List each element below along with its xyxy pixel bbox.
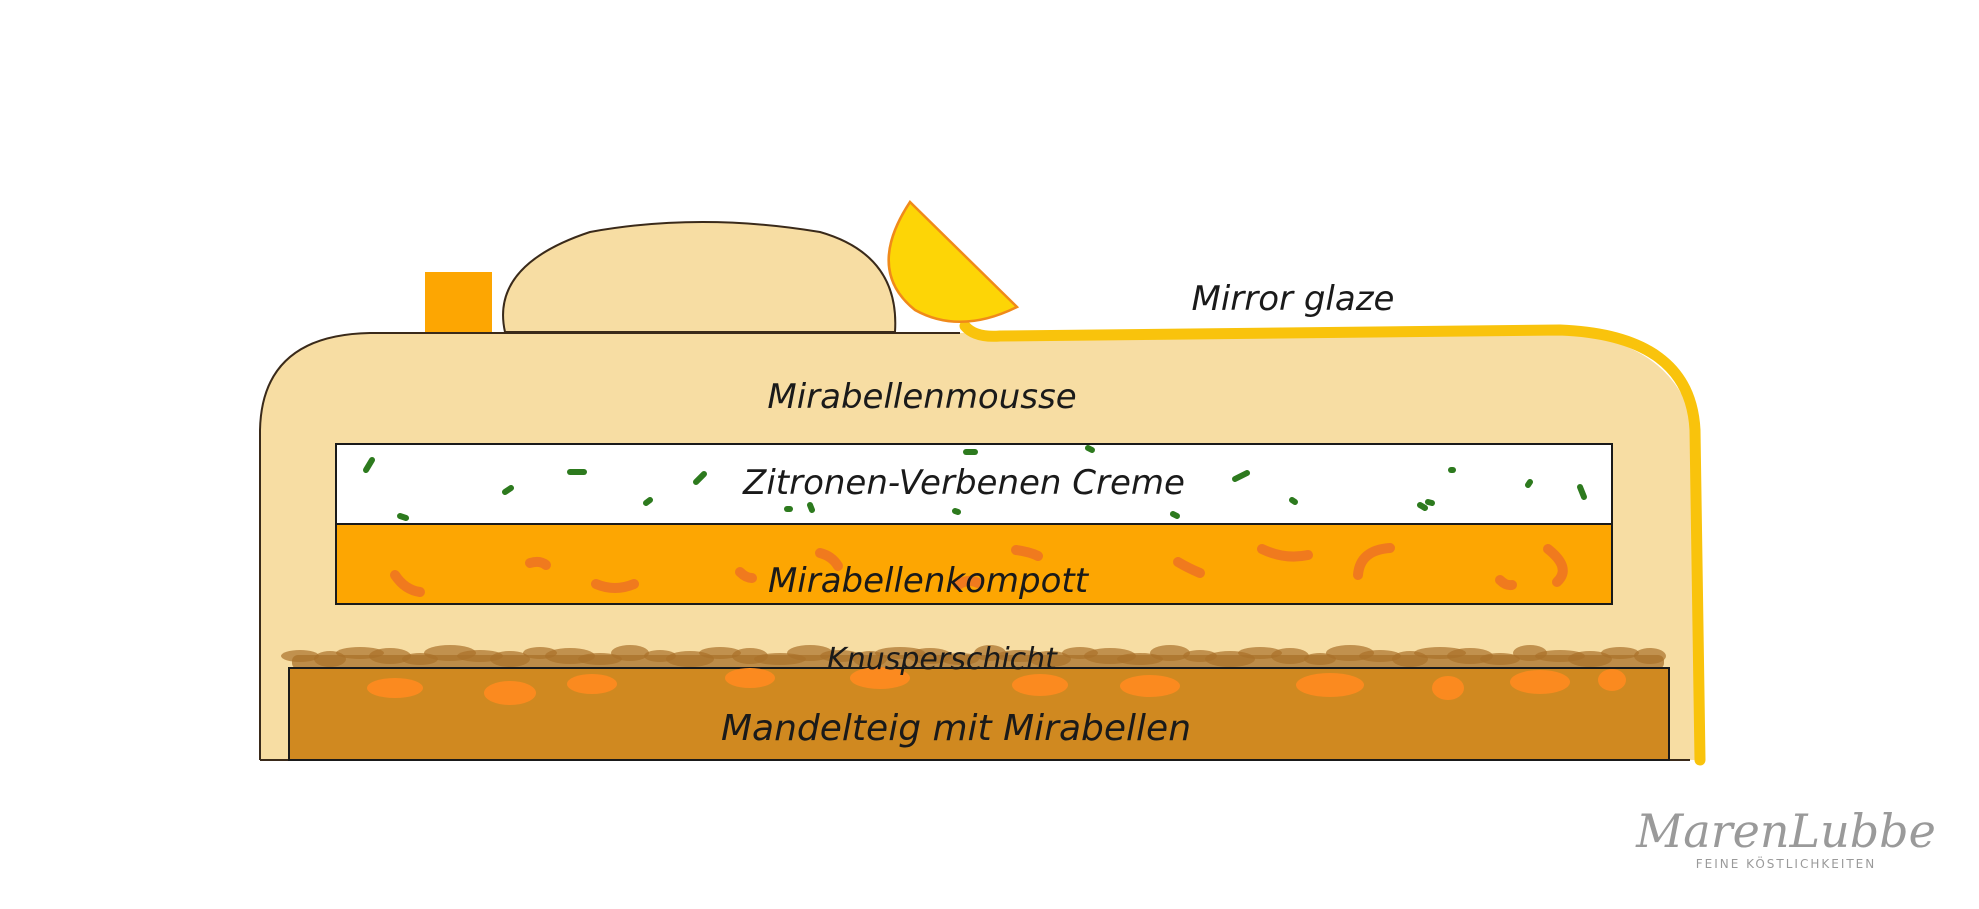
- knusper-crumb: [1568, 651, 1612, 667]
- knusper-crumb: [369, 648, 411, 664]
- kompott-piece: [1011, 545, 1043, 561]
- creme-speck: [1417, 502, 1428, 511]
- knusper-crumb: [611, 645, 649, 661]
- creme-speck: [1085, 445, 1095, 453]
- kompott-piece: [815, 548, 843, 571]
- knusper-crumb: [1150, 645, 1190, 661]
- knusper-crumb: [1634, 648, 1666, 664]
- teig-piece: [367, 678, 423, 698]
- creme-speck: [1232, 470, 1250, 482]
- kompott-piece: [735, 567, 757, 583]
- kompott-piece: [591, 579, 639, 593]
- teig-piece: [1510, 670, 1570, 694]
- knusper-crumb: [908, 648, 952, 664]
- teig-piece: [1012, 674, 1068, 696]
- creme-speck: [693, 471, 707, 485]
- knusper-crumb: [578, 653, 622, 665]
- knusper-crumb: [281, 650, 319, 662]
- kompott-piece: [525, 556, 551, 570]
- creme-specks: [363, 445, 1587, 521]
- creme-speck: [1525, 479, 1533, 488]
- knusper-crumb: [941, 653, 979, 665]
- kompott-piece: [1173, 557, 1205, 578]
- knusper-crumb: [1029, 651, 1071, 667]
- creme-speck: [1170, 511, 1180, 519]
- teig-piece: [850, 667, 910, 689]
- watermark-tagline: FEINE KÖSTLICHKEITEN: [1696, 855, 1877, 871]
- kompott-pieces: [390, 543, 1568, 597]
- watermark-logo: MarenLubbe FEINE KÖSTLICHKEITEN: [1635, 804, 1936, 871]
- label-mirabellenkompott: Mirabellenkompott: [768, 561, 1090, 601]
- kompott-piece: [1353, 543, 1395, 580]
- label-mandelteig-mit-mirabellen: Mandelteig mit Mirabellen: [721, 708, 1191, 749]
- creme-layer: [335, 443, 1613, 525]
- mirror-glaze-layer: [959, 320, 1706, 766]
- decor-mirabelle-wedge: [887, 200, 1020, 324]
- label-knusperschicht: Knusperschicht: [827, 642, 1058, 677]
- watermark-name: MarenLubbe: [1635, 804, 1936, 858]
- creme-speck: [363, 457, 375, 473]
- creme-speck: [1425, 499, 1435, 506]
- creme-speck: [807, 502, 815, 513]
- teig-piece: [484, 681, 536, 705]
- knusper-layer: [281, 645, 1666, 669]
- mousse-outline: [259, 332, 960, 760]
- decor-cube: [425, 272, 492, 332]
- creme-speck: [1289, 497, 1298, 505]
- creme-speck: [397, 513, 409, 521]
- knusper-crumb: [1480, 653, 1520, 665]
- teig-piece: [567, 674, 617, 694]
- teig-piece: [1296, 673, 1364, 697]
- kompott-piece: [390, 570, 425, 597]
- teig-piece: [1598, 669, 1626, 691]
- creme-speck: [502, 485, 514, 495]
- creme-speck: [1577, 484, 1587, 500]
- decor-mousse-dome: [502, 221, 897, 333]
- creme-speck: [643, 497, 653, 506]
- label-mirror-glaze: Mirror glaze: [1192, 279, 1395, 319]
- knusper-crumb: [490, 651, 530, 667]
- teig-piece: [1120, 675, 1180, 697]
- kompott-piece: [1543, 544, 1568, 587]
- teig-piece: [725, 668, 775, 688]
- kompott-piece: [1495, 575, 1517, 591]
- knusper-crumb: [1271, 648, 1309, 664]
- knusper-crumb: [1359, 650, 1401, 662]
- kompott-piece: [1257, 544, 1313, 562]
- label-mirabellenmousse: Mirabellenmousse: [767, 377, 1076, 417]
- knusper-crumb: [699, 647, 741, 659]
- creme-speck: [952, 508, 961, 515]
- knusper-crumb: [820, 650, 860, 662]
- teig-pieces: [367, 667, 1626, 705]
- label-zitronen-verbenen-creme: Zitronen-Verbenen Creme: [742, 463, 1185, 503]
- teig-piece: [1432, 676, 1464, 700]
- knusper-crumb: [1601, 647, 1639, 659]
- kompott-piece: [953, 575, 983, 590]
